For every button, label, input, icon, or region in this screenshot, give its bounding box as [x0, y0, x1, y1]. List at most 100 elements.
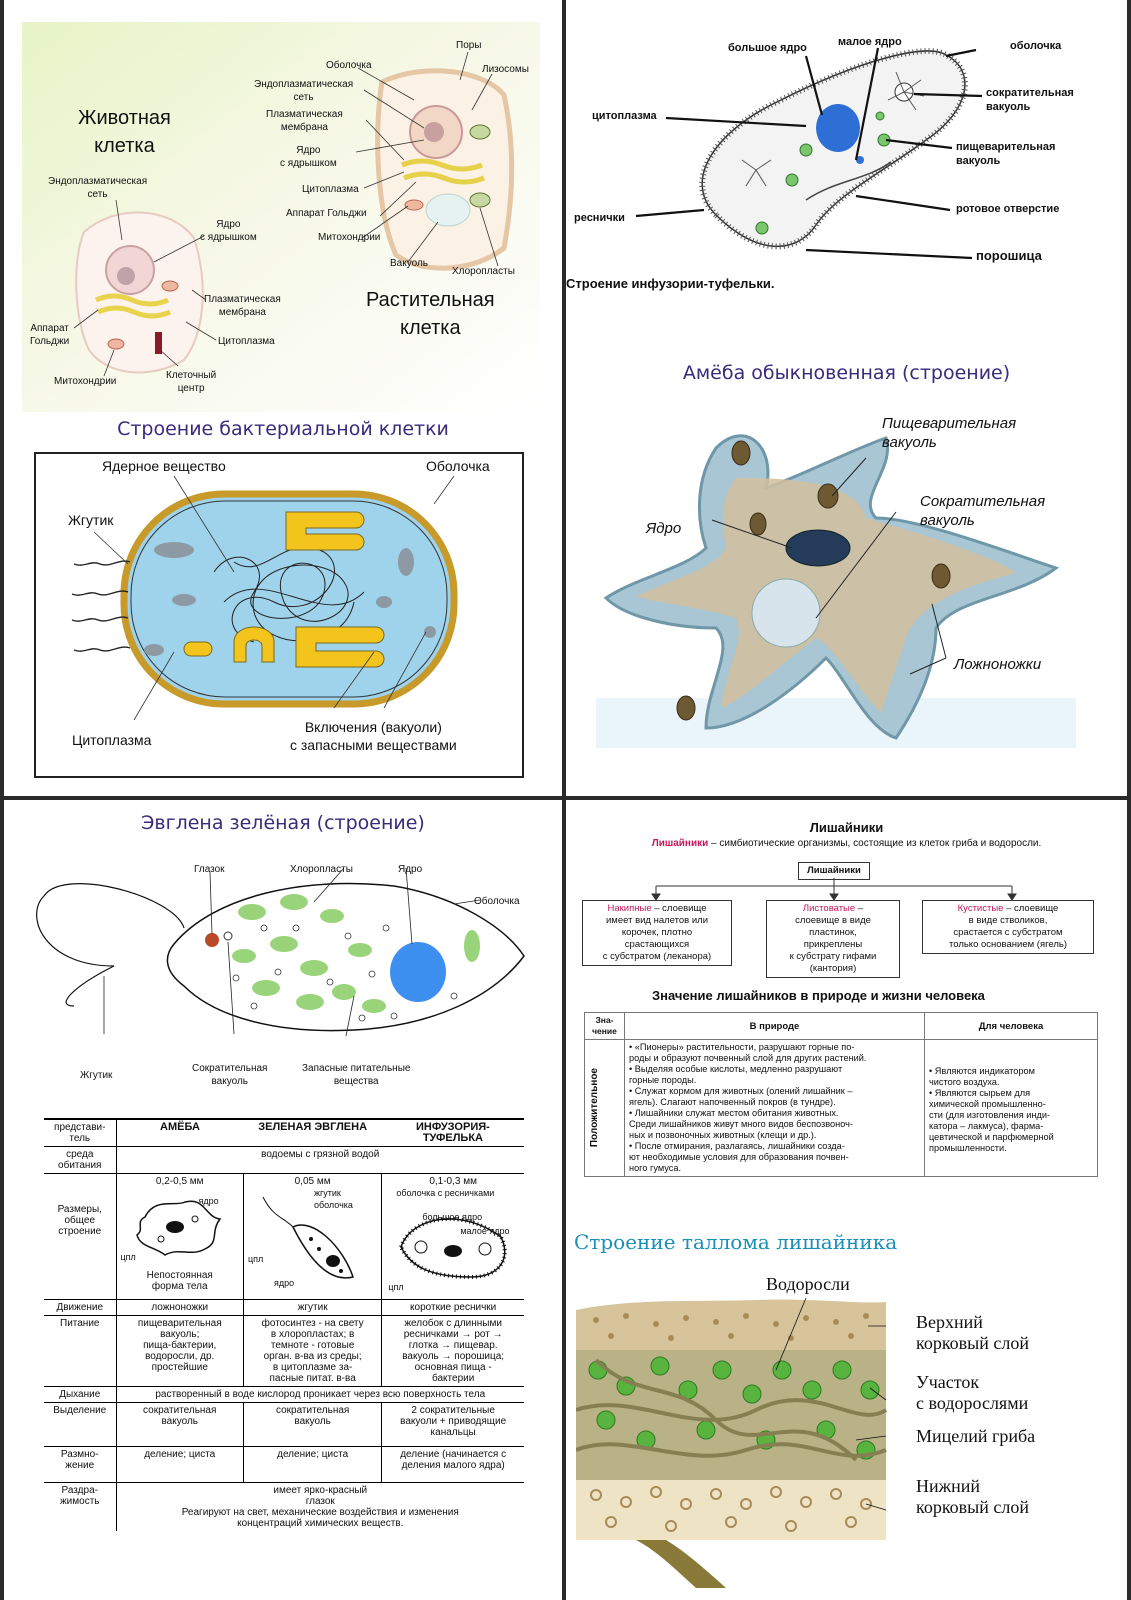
- euglena-label-flagellum: Жгутик: [80, 1070, 113, 1081]
- amoeba-food-vacuoles: [676, 440, 951, 721]
- infusoria-sketch: [398, 1216, 507, 1280]
- amoeba-label-pseudopodia: Ложноножки: [954, 656, 1042, 673]
- table-row: Положительное • «Пионеры» растительности…: [584, 1039, 1098, 1177]
- table-cell: 0,1-0,3 мм оболочка с ресничками большое…: [381, 1173, 524, 1300]
- table-cell: 2 сократительные вакуоли + приводящие ка…: [381, 1402, 524, 1447]
- cells-panel: Животная клетка Растительная клетка Эндо…: [4, 0, 562, 796]
- nucleoid: [213, 546, 365, 643]
- plant-label-vacuole: Вакуоль: [390, 258, 428, 269]
- lichen-type-crustose: Накипные – слоевище имеет вид налетов ил…: [582, 900, 732, 966]
- amoeba-sketch: [135, 1200, 222, 1256]
- upper-cortex-cells: [593, 1313, 869, 1341]
- infusoria-label-cilia: реснички: [574, 212, 625, 224]
- plant-label-wall: Оболочка: [326, 60, 372, 71]
- table-cell: пищеварительная вакуоль; пища-бактерии, …: [116, 1315, 244, 1387]
- euglena-panel: Эвглена зелёная (строение) Глазок Хлороп…: [4, 800, 562, 1600]
- amoeba-leader-lines: [711, 457, 947, 675]
- row-label: Положительное: [589, 1068, 600, 1148]
- thallus-diagram: [576, 1297, 888, 1588]
- table-row: Раздра- жимость имеет ярко-красный глазо…: [44, 1482, 524, 1531]
- table-cell: желобок с длинными ресничками → рот → гл…: [381, 1315, 524, 1387]
- irritability-common: Реагируют на свет, механические воздейст…: [181, 1507, 459, 1529]
- table-header-cell: представи- тель: [44, 1118, 117, 1147]
- table-cell: сократительная вакуоль: [243, 1402, 383, 1447]
- euglena-label-nucleus: Ядро: [398, 864, 423, 875]
- table-cell: растворенный в воде кислород проникает ч…: [116, 1386, 524, 1403]
- lichen-definition-term: Лишайники: [651, 838, 709, 849]
- plant-label-mitochondria: Митохондрии: [318, 232, 381, 243]
- row-header: Раздра- жимость: [44, 1482, 117, 1531]
- lichen-type-term: Накипные: [607, 903, 652, 914]
- row-header: Дыхание: [44, 1386, 117, 1403]
- lichen-definition: Лишайники – симбиотические организмы, со…: [566, 838, 1127, 849]
- sketch-label: оболочка: [313, 1200, 353, 1210]
- row-header: Питание: [44, 1315, 117, 1387]
- table-header-row: представи- тель АМЁБА ЗЕЛЕНАЯ ЭВГЛЕНА ИН…: [44, 1118, 524, 1147]
- table-cell: жгутик: [243, 1299, 383, 1316]
- table-cell: деление (начинается с деления малого ядр…: [381, 1446, 524, 1483]
- row-header: Выделение: [44, 1402, 117, 1447]
- infusoria-amoeba-panel: большое ядро малое ядро оболочка сократи…: [566, 0, 1127, 796]
- table-header-cell: АМЁБА: [116, 1118, 244, 1147]
- amoeba-label-food-vacuole: Пищеварительная вакуоль: [882, 415, 1017, 451]
- euglena-title: Эвглена зелёная (строение): [141, 812, 425, 834]
- animal-cell-title: Животная клетка: [78, 107, 171, 157]
- infusoria-label-mouth: ротовое отверстие: [956, 203, 1060, 215]
- table-cell: деление; циста: [116, 1446, 244, 1483]
- cells-illustration: [22, 22, 540, 412]
- lichen-type-fruticose: Кустистые – слоевище в виде стволиков, с…: [922, 900, 1094, 954]
- fungal-hyphae: [576, 1358, 888, 1462]
- table-cell: ложноножки: [116, 1299, 244, 1316]
- row-header: Размно- жение: [44, 1446, 117, 1483]
- sketch-label: цпл: [388, 1282, 404, 1292]
- bacteria-label-nucleoid: Ядерное вещество: [102, 458, 226, 474]
- bacteria-diagram: [34, 452, 524, 778]
- animal-label-golgi: Аппарат Гольджи: [30, 323, 70, 347]
- plant-label-pores: Поры: [456, 40, 482, 51]
- thallus-label-lower-cortex: Нижний корковый слой: [916, 1476, 1029, 1517]
- sketch-label: цпл: [120, 1252, 136, 1262]
- plant-label-membrane: Плазматическая мембрана: [266, 109, 343, 133]
- table-cell: короткие реснички: [381, 1299, 524, 1316]
- table-cell: деление; циста: [243, 1446, 383, 1483]
- thallus-title: Строение таллома лишайника: [574, 1230, 898, 1254]
- flagella: [71, 560, 131, 652]
- table-cell: 0,05 мм жгутик оболочка цпл ядро: [243, 1173, 383, 1300]
- table-header-cell: ЗЕЛЕНАЯ ЭВГЛЕНА: [243, 1118, 382, 1147]
- lichen-table-title: Значение лишайников в природе и жизни че…: [652, 988, 985, 1003]
- lichen-panel: Лишайники Лишайники – симбиотические орг…: [566, 800, 1127, 1600]
- thallus-label-algal-zone: Участок с водорослями: [916, 1372, 1029, 1413]
- bacteria-label-cytoplasm: Цитоплазма: [72, 732, 152, 748]
- sketch-label: ядро: [273, 1278, 295, 1288]
- thallus-label-upper-cortex: Верхний корковый слой: [916, 1312, 1029, 1353]
- euglena-label-chloroplasts: Хлоропласты: [290, 864, 353, 875]
- table-header-row: Зна- чение В природе Для человека: [584, 1012, 1098, 1040]
- plant-label-lysosomes: Лизосомы: [482, 64, 529, 75]
- euglena-chloroplasts: [232, 894, 480, 1013]
- infusoria-leader-lines: [635, 47, 983, 260]
- table-cell: 0,2-0,5 мм ядро цпл Непостоянная форма т…: [116, 1173, 244, 1300]
- plant-label-golgi: Аппарат Гольджи: [286, 208, 367, 219]
- lichen-type-foliose: Листоватые – слоевище в виде пластинок, …: [766, 900, 900, 978]
- infusoria-label-micronucleus: малое ядро: [838, 36, 902, 48]
- bacteria-vacuoles: [144, 542, 436, 656]
- euglena-sketch: [262, 1196, 354, 1279]
- lichen-title: Лишайники: [809, 820, 884, 835]
- sketch-label: малое ядро: [460, 1226, 510, 1236]
- irritability-euglena: имеет ярко-красный глазок: [273, 1485, 368, 1507]
- sketch-label: ядро: [198, 1196, 219, 1206]
- animal-label-centrosome: Клеточный центр: [166, 370, 217, 394]
- row-header: Размеры, общее строение: [44, 1173, 117, 1300]
- amoeba-title: Амёба обыкновенная (строение): [682, 362, 1011, 384]
- bacteria-leader-lines: [93, 475, 455, 721]
- thallus-leader-lines: [775, 1297, 887, 1511]
- animal-label-er: Эндоплазматическая сеть: [48, 176, 148, 200]
- table-row: Питание пищеварительная вакуоль; пища-ба…: [44, 1315, 524, 1387]
- lichen-significance-table: Зна- чение В природе Для человека Положи…: [584, 1012, 1098, 1177]
- infusoria-diagram: [635, 47, 983, 260]
- lichen-type-term: Кустистые: [957, 903, 1004, 914]
- animal-label-mitochondria: Митохондрии: [54, 376, 117, 387]
- infusoria-label-food-vacuole: пищеварительная вакуоль: [956, 141, 1056, 167]
- lichen-type-text: – слоевище в виде стволиков, срастается …: [949, 903, 1067, 950]
- euglena-leader-lines: [103, 867, 481, 1037]
